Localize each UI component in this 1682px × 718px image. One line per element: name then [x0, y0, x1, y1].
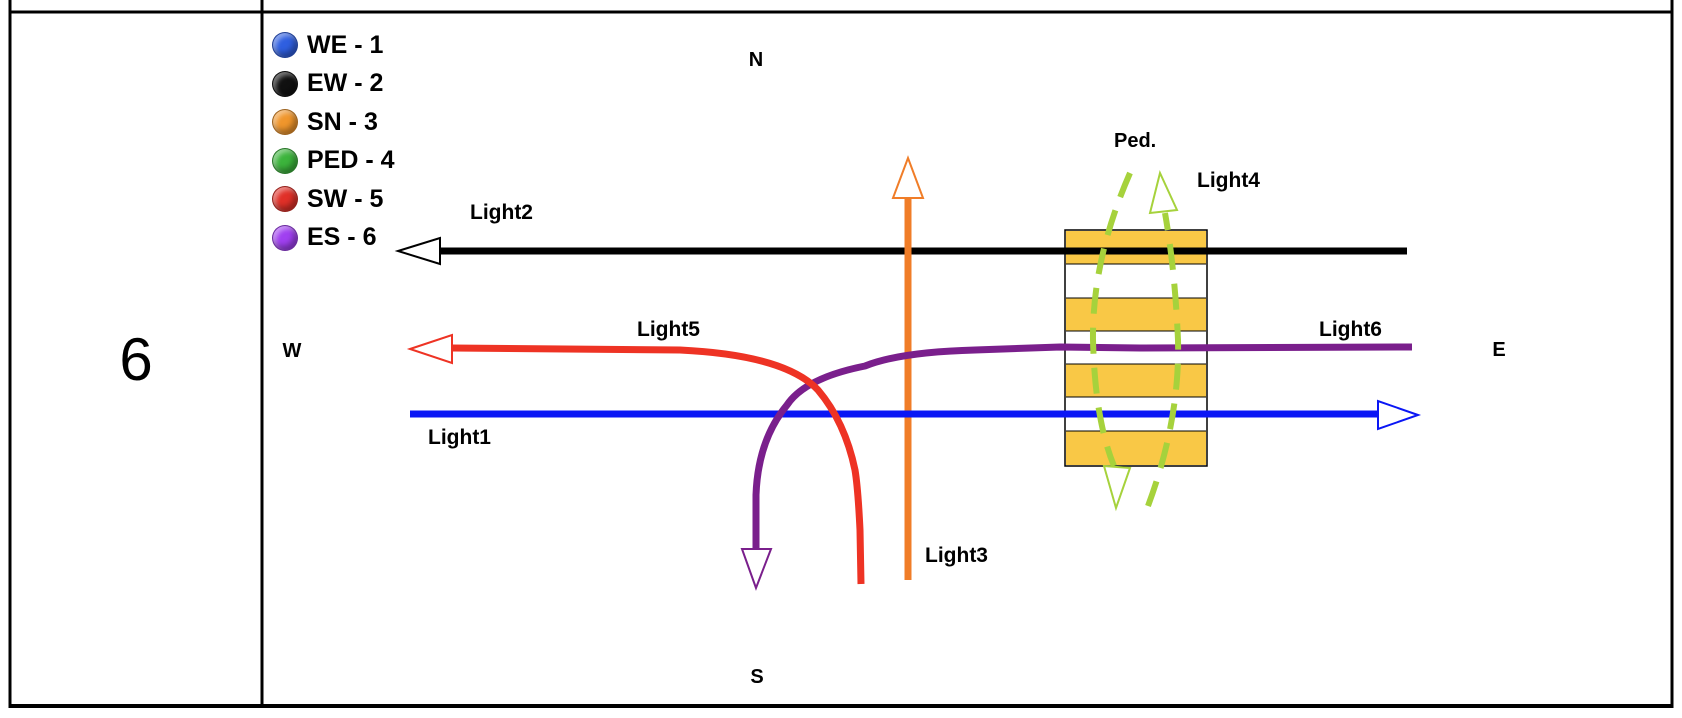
light4-ped-path-down [1089, 171, 1133, 468]
legend-dot-icon [272, 147, 298, 174]
light4-ped-path-up [1145, 212, 1182, 508]
light6-label: Light6 [1319, 318, 1382, 341]
light1-label: Light1 [428, 426, 491, 449]
legend-item: PED - 4 [272, 142, 395, 181]
legend-item: SN - 3 [272, 103, 395, 142]
light2-label: Light2 [470, 201, 533, 224]
ped-label: Ped. [1114, 130, 1156, 152]
light4-arrowhead-down [1102, 464, 1132, 512]
light3-arrowhead [891, 155, 925, 199]
legend-label: WE - 1 [307, 30, 384, 59]
legend-item: SW - 5 [272, 180, 395, 219]
legend-label: PED - 4 [307, 146, 395, 175]
legend-label: SW - 5 [307, 184, 384, 213]
legend-label: EW - 2 [307, 69, 384, 98]
crosswalk-stripe [1066, 298, 1206, 331]
light6-es-path [752, 343, 1413, 549]
compass-west: W [283, 340, 302, 362]
compass-east: E [1492, 339, 1505, 361]
compass-south: S [750, 666, 763, 688]
row-number: 6 [119, 325, 153, 393]
crosswalk-stripe [1066, 364, 1206, 397]
crosswalk-stripe [1066, 431, 1206, 465]
light2-arrowhead [394, 236, 441, 266]
legend-item: WE - 1 [272, 26, 395, 65]
light6-arrowhead [740, 548, 773, 591]
light4-label: Light4 [1197, 169, 1260, 192]
legend: WE - 1 EW - 2 SN - 3 PED - 4 SW - 5 ES - 6 [272, 26, 395, 257]
legend-item: ES - 6 [272, 219, 395, 258]
legend-dot-icon [272, 186, 298, 213]
legend-label: SN - 3 [307, 107, 378, 136]
light1-arrowhead [1377, 399, 1422, 431]
light5-label: Light5 [637, 318, 700, 341]
legend-dot-icon [272, 224, 298, 251]
light3-label: Light3 [925, 544, 988, 567]
legend-item: EW - 2 [272, 65, 395, 104]
legend-label: ES - 6 [307, 223, 377, 252]
light4-arrowhead-up [1148, 169, 1179, 215]
legend-dot-icon [272, 109, 298, 136]
compass-north: N [749, 49, 763, 71]
light5-sw-path [451, 344, 865, 585]
legend-dot-icon [272, 32, 298, 59]
light5-arrowhead [406, 333, 453, 365]
legend-dot-icon [272, 70, 298, 97]
